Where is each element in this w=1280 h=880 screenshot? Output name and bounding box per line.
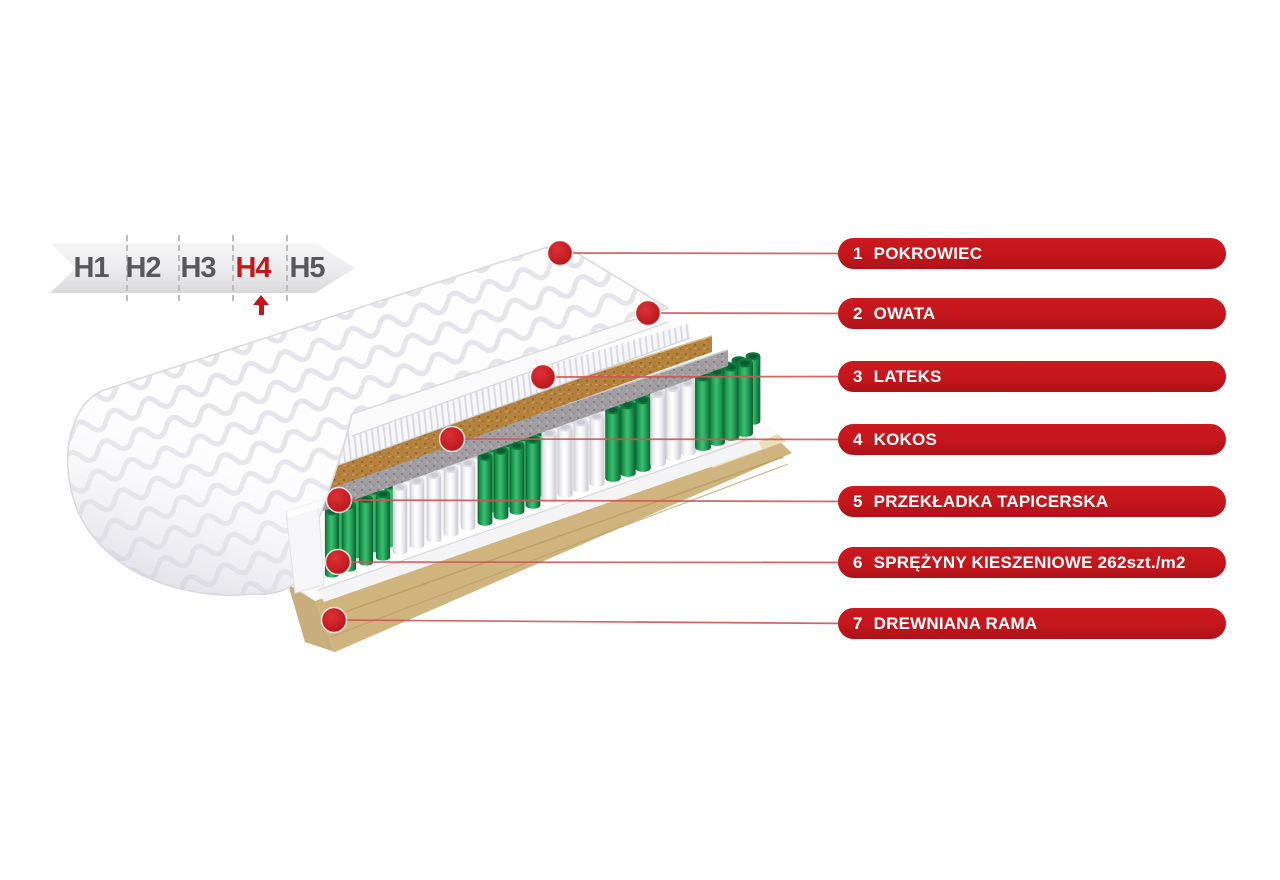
callout-number: 5 (853, 491, 863, 511)
foam-side-block (285, 500, 325, 594)
callout-pill-kokos: 4 KOKOS (838, 424, 1226, 455)
callout-pill-owata: 2 OWATA (838, 298, 1226, 329)
hardness-level-h1: H1 (73, 252, 109, 284)
callout-number: 2 (853, 303, 863, 323)
callout-label: DREWNIANA RAMA (873, 613, 1038, 633)
callout-label: LATEKS (873, 366, 942, 386)
callout-number: 3 (853, 366, 863, 386)
wadding-layer (351, 306, 669, 437)
callout-label: SPRĘŻYNY KIESZENIOWE 262szt./m2 (873, 552, 1186, 572)
leader-lines (333, 252, 853, 625)
callout-pill-pokrowiec: 1 POKROWIEC (838, 238, 1226, 269)
callout-dots (320, 239, 662, 634)
hardness-scale: H1 H2 H3 H4 H5 (50, 235, 355, 315)
callout-label: KOKOS (873, 429, 937, 449)
scale-separator (178, 235, 180, 301)
hardness-level-h3: H3 (180, 252, 216, 284)
hardness-scale-arrow-shape (50, 243, 355, 293)
selected-level-arrow-icon (253, 295, 270, 316)
callout-number: 1 (853, 243, 863, 263)
callout-number: 6 (853, 552, 863, 572)
scale-separator (126, 235, 128, 301)
callout-number: 7 (853, 613, 863, 633)
callout-pill-lateks: 3 LATEKS (838, 361, 1226, 392)
hardness-level-h4-selected: H4 (235, 252, 271, 284)
callout-number: 4 (853, 429, 863, 449)
callout-pill-przekladka: 5 PRZEKŁADKA TAPICERSKA (838, 486, 1226, 517)
callout-label: POKROWIEC (873, 243, 983, 263)
callout-pill-rama: 7 DREWNIANA RAMA (838, 608, 1226, 639)
hardness-level-h5: H5 (289, 252, 325, 284)
scale-separator (232, 235, 234, 301)
hardness-level-h2: H2 (125, 252, 161, 284)
scale-separator (286, 235, 288, 301)
callout-label: OWATA (873, 303, 936, 323)
callout-label: PRZEKŁADKA TAPICERSKA (873, 491, 1109, 511)
callout-pill-sprezyny: 6 SPRĘŻYNY KIESZENIOWE 262szt./m2 (838, 547, 1226, 578)
